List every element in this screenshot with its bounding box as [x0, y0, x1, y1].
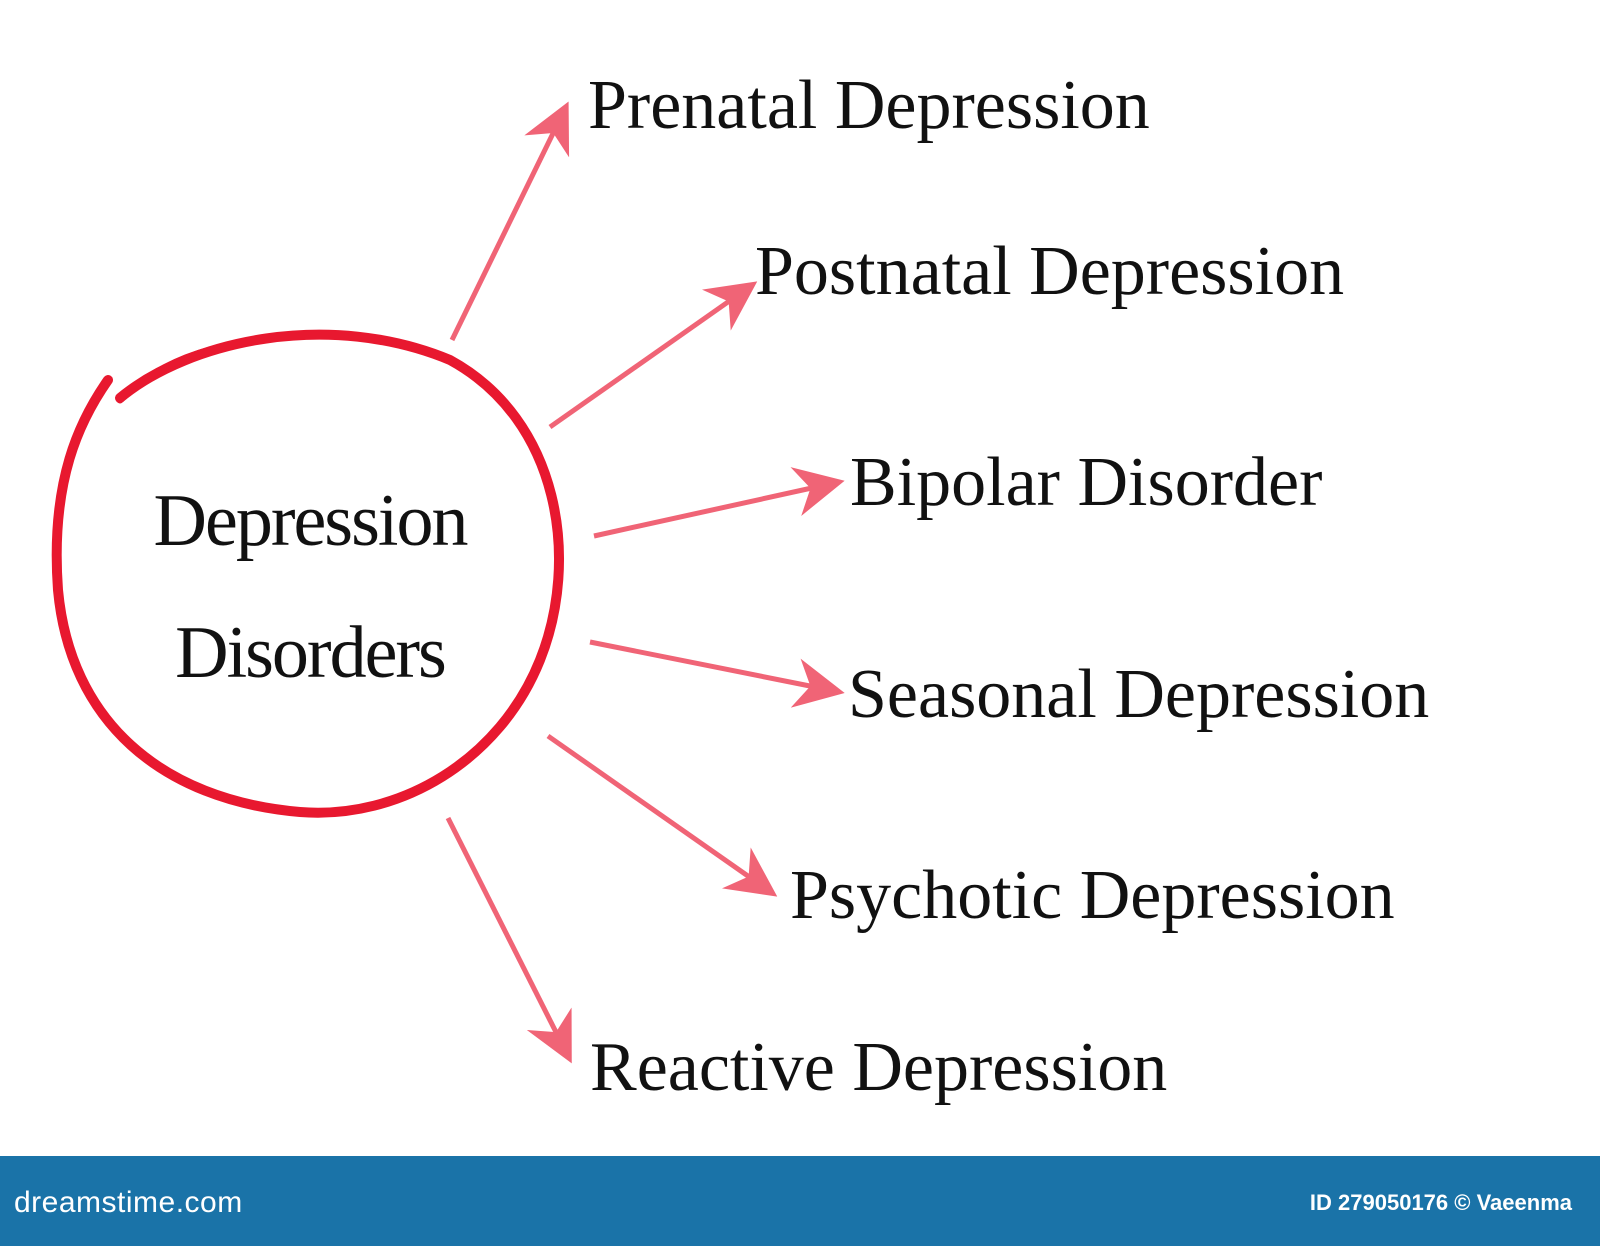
center-circle: [51, 329, 564, 818]
diagram-graphics: [51, 101, 845, 1064]
footer-brand: dreamstime.com: [14, 1186, 243, 1219]
arrow-prenatal: [449, 101, 570, 342]
item-reactive-depression: Reactive Depression: [590, 1029, 1168, 1106]
arrow-seasonal: [589, 639, 845, 708]
arrow-psychotic: [546, 733, 778, 897]
item-bipolar-disorder: Bipolar Disorder: [850, 444, 1323, 521]
center-label: Depression Disorders: [90, 455, 530, 719]
item-psychotic-depression: Psychotic Depression: [790, 857, 1395, 934]
item-prenatal-depression: Prenatal Depression: [588, 67, 1150, 144]
watermark-footer: dreamstime.com ID 279050176 © Vaeenma: [0, 1156, 1600, 1246]
center-label-line1: Depression: [153, 480, 469, 562]
center-circle-stroke-end: [116, 346, 214, 404]
item-seasonal-depression: Seasonal Depression: [848, 656, 1430, 733]
item-postnatal-depression: Postnatal Depression: [755, 233, 1345, 310]
arrow-reactive: [445, 816, 572, 1064]
arrow-postnatal: [548, 281, 758, 430]
footer-credit: ID 279050176 © Vaeenma: [1309, 1190, 1572, 1215]
arrow-bipolar: [593, 467, 845, 539]
center-label-line2: Disorders: [175, 612, 447, 694]
